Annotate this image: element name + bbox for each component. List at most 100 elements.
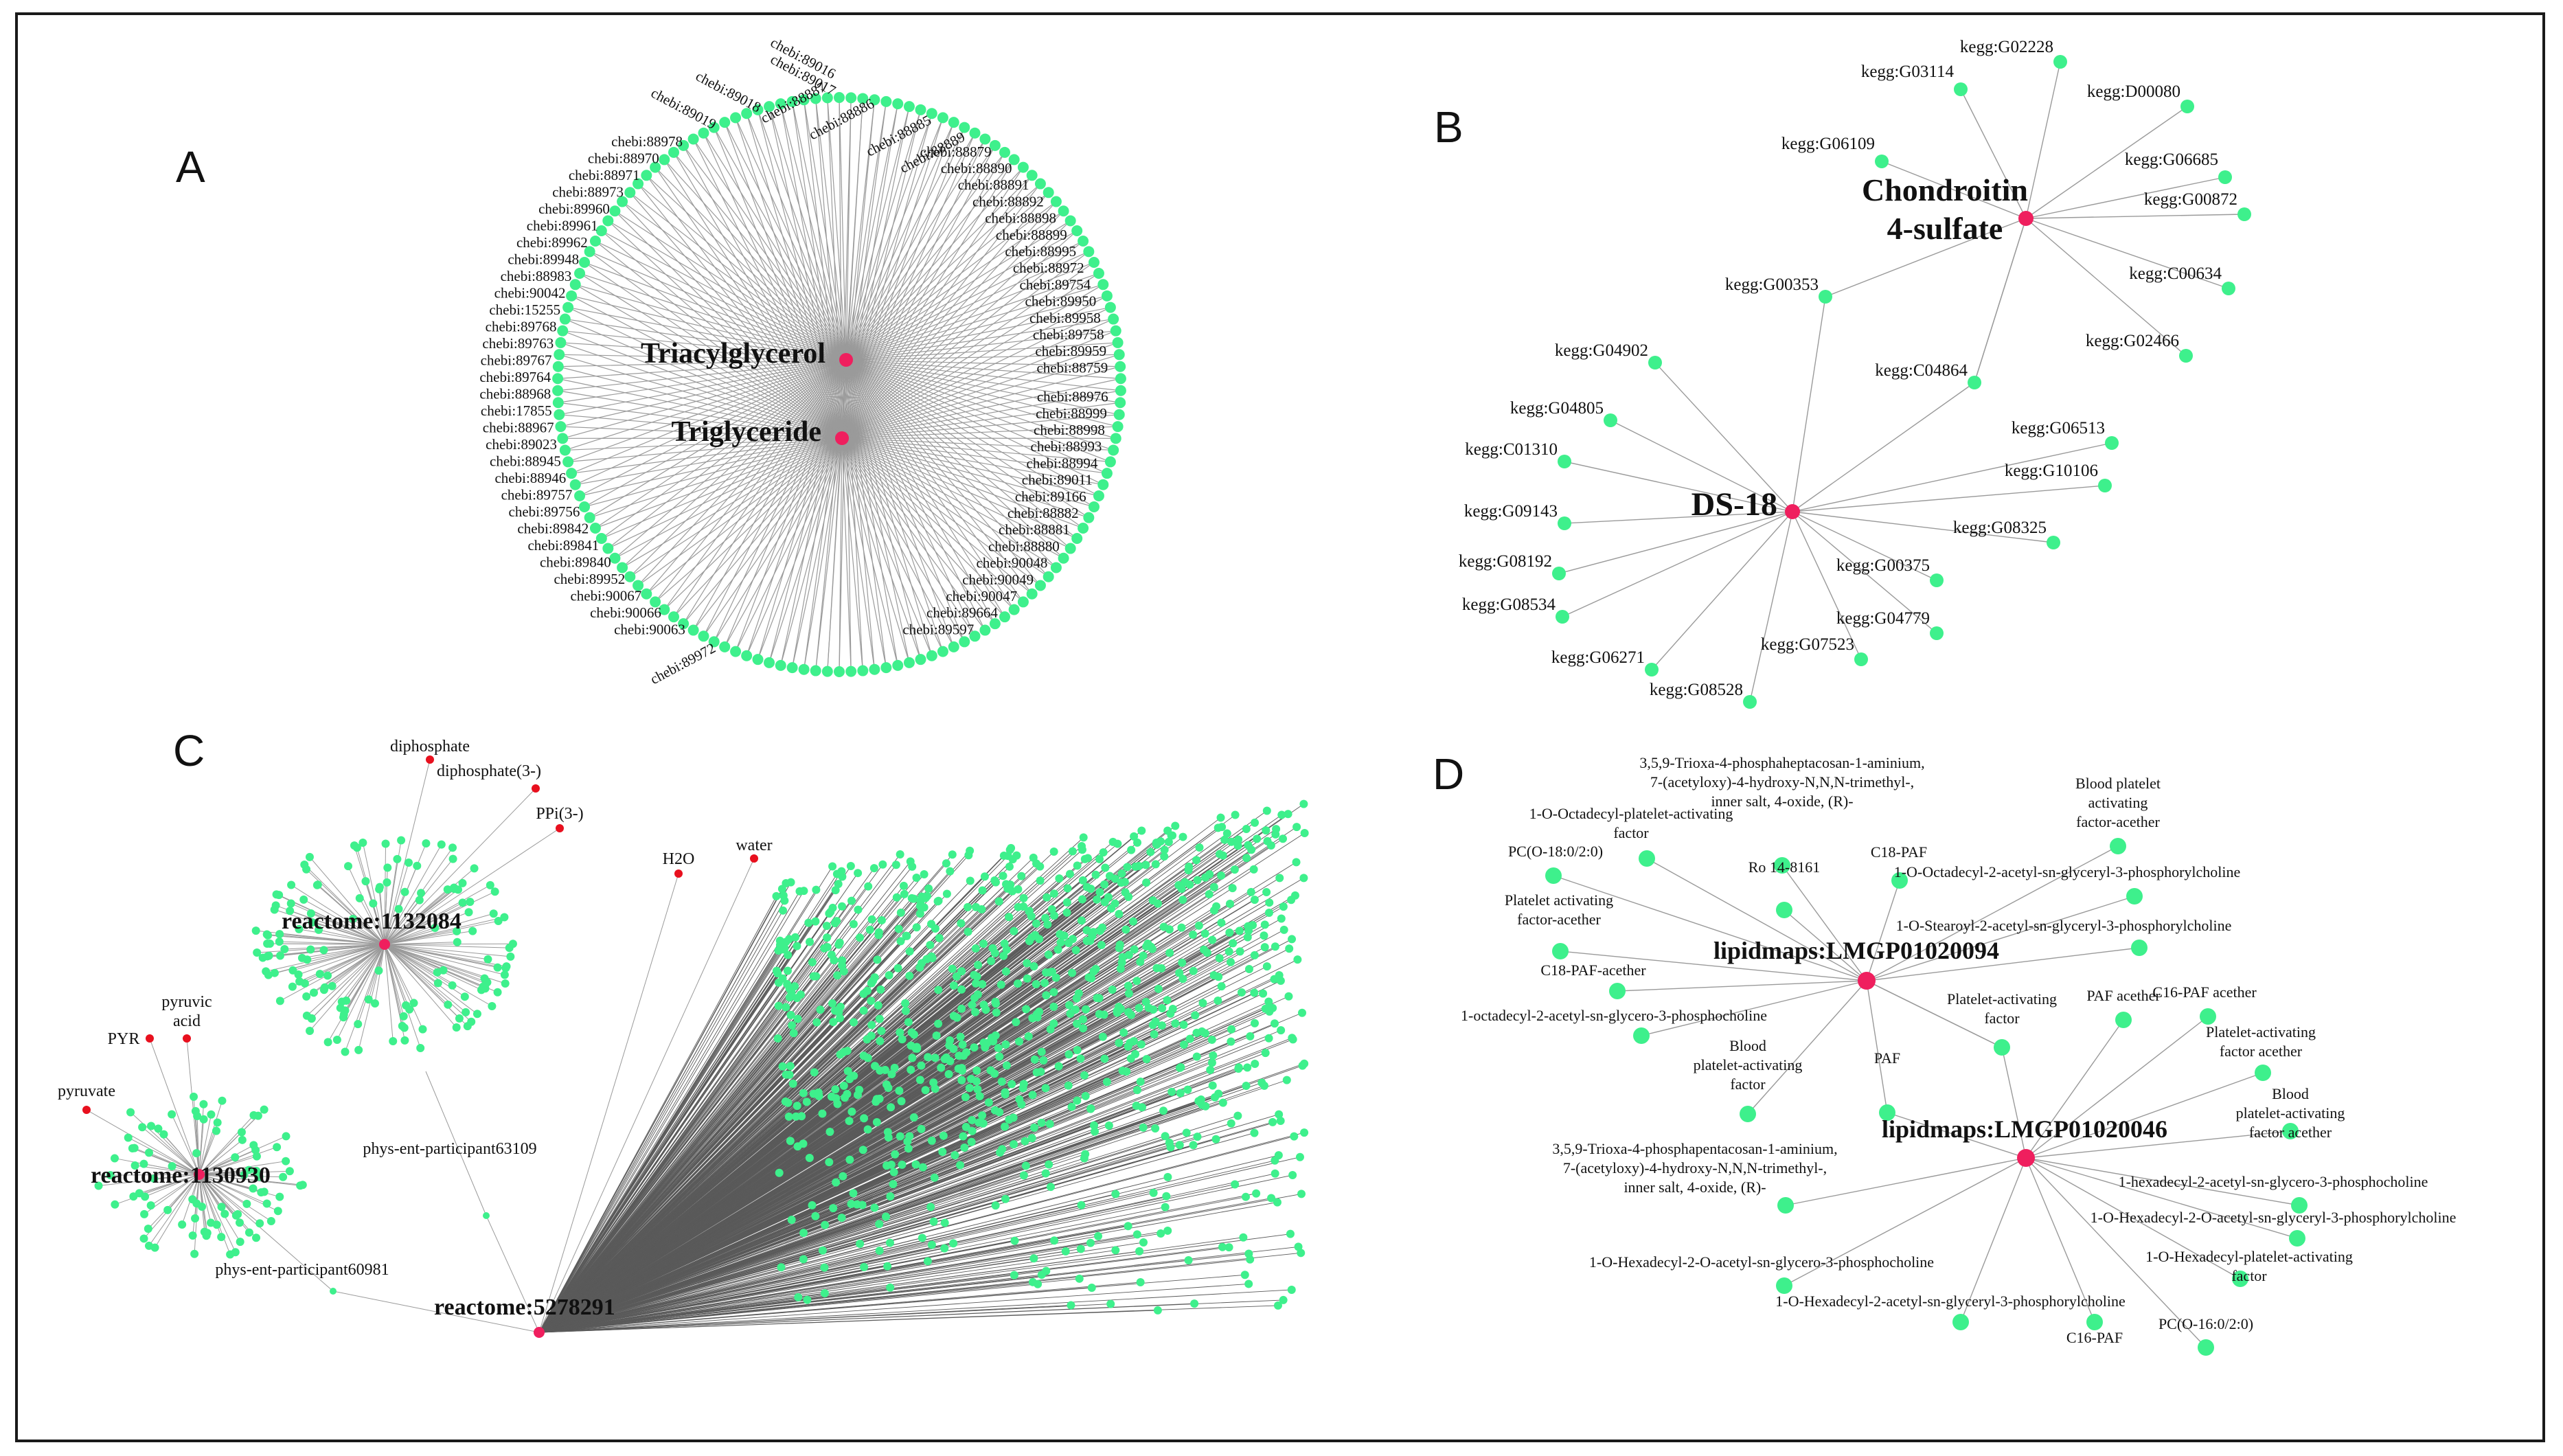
reactome-node	[1229, 939, 1238, 948]
kegg-label: kegg:G06109	[1781, 135, 1875, 153]
edge-c	[384, 889, 459, 945]
reactome-node	[237, 1128, 246, 1137]
edge-c	[384, 944, 466, 1013]
reactome-node	[1262, 962, 1271, 971]
reactome-node	[839, 1081, 848, 1090]
edge-a	[589, 251, 843, 439]
reactome-node	[826, 907, 835, 916]
reactome-node	[1078, 895, 1086, 904]
chebi-label: chebi:88881	[999, 521, 1070, 538]
edge-c	[538, 907, 968, 1333]
reactome-node	[1111, 1246, 1120, 1255]
reactome-node	[1042, 991, 1051, 1000]
reactome-node	[1161, 1132, 1170, 1141]
reactome-node	[806, 937, 815, 946]
reactome-node	[190, 1249, 199, 1258]
edge-c	[538, 1093, 1219, 1333]
reactome-node	[820, 1289, 829, 1298]
reactome-node	[901, 1006, 910, 1015]
reactome-node	[901, 999, 910, 1008]
kegg-label: kegg:G08325	[1953, 519, 2047, 537]
edge-c	[274, 909, 385, 945]
edge-c	[98, 1174, 200, 1187]
edge-a	[841, 201, 1057, 439]
reactome-node	[1165, 948, 1174, 957]
reactome-node	[1142, 1055, 1151, 1064]
reactome-node	[1184, 1256, 1193, 1265]
edge-c	[538, 861, 911, 1333]
reactome-node	[1235, 947, 1244, 956]
edge-c	[538, 1238, 922, 1333]
edge-a	[815, 437, 843, 671]
edge-c	[538, 867, 875, 1333]
reactome-node	[217, 1233, 226, 1242]
reactome-node	[932, 1031, 941, 1040]
edge-a	[841, 437, 898, 666]
edge-a	[841, 366, 1121, 439]
hub-label-lmgp01020046: lipidmaps:LMGP01020046	[1882, 1115, 2167, 1143]
chebi-node	[1083, 512, 1095, 523]
reactome-node	[394, 905, 403, 913]
reactome-node	[1039, 1056, 1048, 1065]
reactome-node	[253, 948, 262, 957]
edge-a	[673, 152, 843, 439]
reactome-node	[273, 1143, 282, 1152]
reactome-node	[306, 909, 315, 918]
reactome-node	[500, 913, 509, 922]
reactome-node	[1171, 821, 1180, 830]
edge-c	[198, 1170, 249, 1175]
lipid-node	[2115, 1012, 2132, 1028]
reactome-node	[1215, 954, 1224, 963]
chebi-node	[926, 108, 937, 120]
reactome-node	[1062, 908, 1071, 917]
edge-b	[1558, 511, 1793, 574]
lipid-label: 3,5,9-Trioxa-4-phosphaheptacosan-1-amini…	[1639, 754, 1924, 771]
reactome-node	[1290, 1132, 1299, 1141]
red-node-label: PYR	[108, 1030, 140, 1048]
edge-b	[2025, 218, 2187, 356]
edge-d	[1866, 845, 2119, 981]
chebi-node	[633, 580, 644, 591]
reactome-node	[501, 979, 510, 988]
reactome-node	[799, 1089, 808, 1097]
edge-b	[1792, 382, 1975, 512]
chebi-node	[857, 93, 869, 104]
edge-c	[538, 881, 1126, 1333]
edge-b	[2025, 61, 2061, 219]
reactome-node	[1135, 861, 1143, 870]
edge-b	[1960, 89, 2027, 219]
chebi-node	[1104, 302, 1116, 313]
reactome-node	[1064, 1081, 1073, 1090]
reactome-node	[1027, 1134, 1036, 1143]
edge-c	[384, 944, 488, 983]
reactome-node	[968, 1115, 977, 1124]
reactome-node	[1091, 964, 1100, 973]
edge-b	[1792, 511, 2054, 543]
reactome-node	[829, 1018, 838, 1027]
edge-c	[538, 1248, 945, 1333]
reactome-node	[946, 867, 955, 876]
reactome-node	[1246, 1032, 1255, 1040]
edge-a	[841, 437, 1110, 463]
reactome-node	[302, 992, 311, 1001]
reactome-node	[1287, 896, 1296, 905]
edge-c	[150, 1174, 200, 1206]
reactome-node	[784, 1098, 793, 1107]
reactome-node	[1001, 1040, 1010, 1049]
reactome-node	[928, 954, 937, 963]
edge-c	[384, 944, 444, 971]
chebi-node	[821, 666, 833, 677]
kegg-node	[1556, 610, 1569, 624]
edge-a	[646, 174, 843, 439]
reactome-node	[970, 1043, 979, 1052]
reactome-node	[1129, 917, 1138, 926]
reactome-node	[1271, 942, 1279, 951]
edge-c	[538, 1119, 972, 1333]
reactome-node	[1130, 945, 1139, 954]
reactome-node	[1084, 973, 1093, 982]
edge-c	[198, 1174, 231, 1255]
reactome-node	[273, 1207, 282, 1216]
edge-c	[538, 1259, 1251, 1333]
lipid-node	[2232, 1271, 2248, 1287]
edge-a	[724, 437, 843, 648]
